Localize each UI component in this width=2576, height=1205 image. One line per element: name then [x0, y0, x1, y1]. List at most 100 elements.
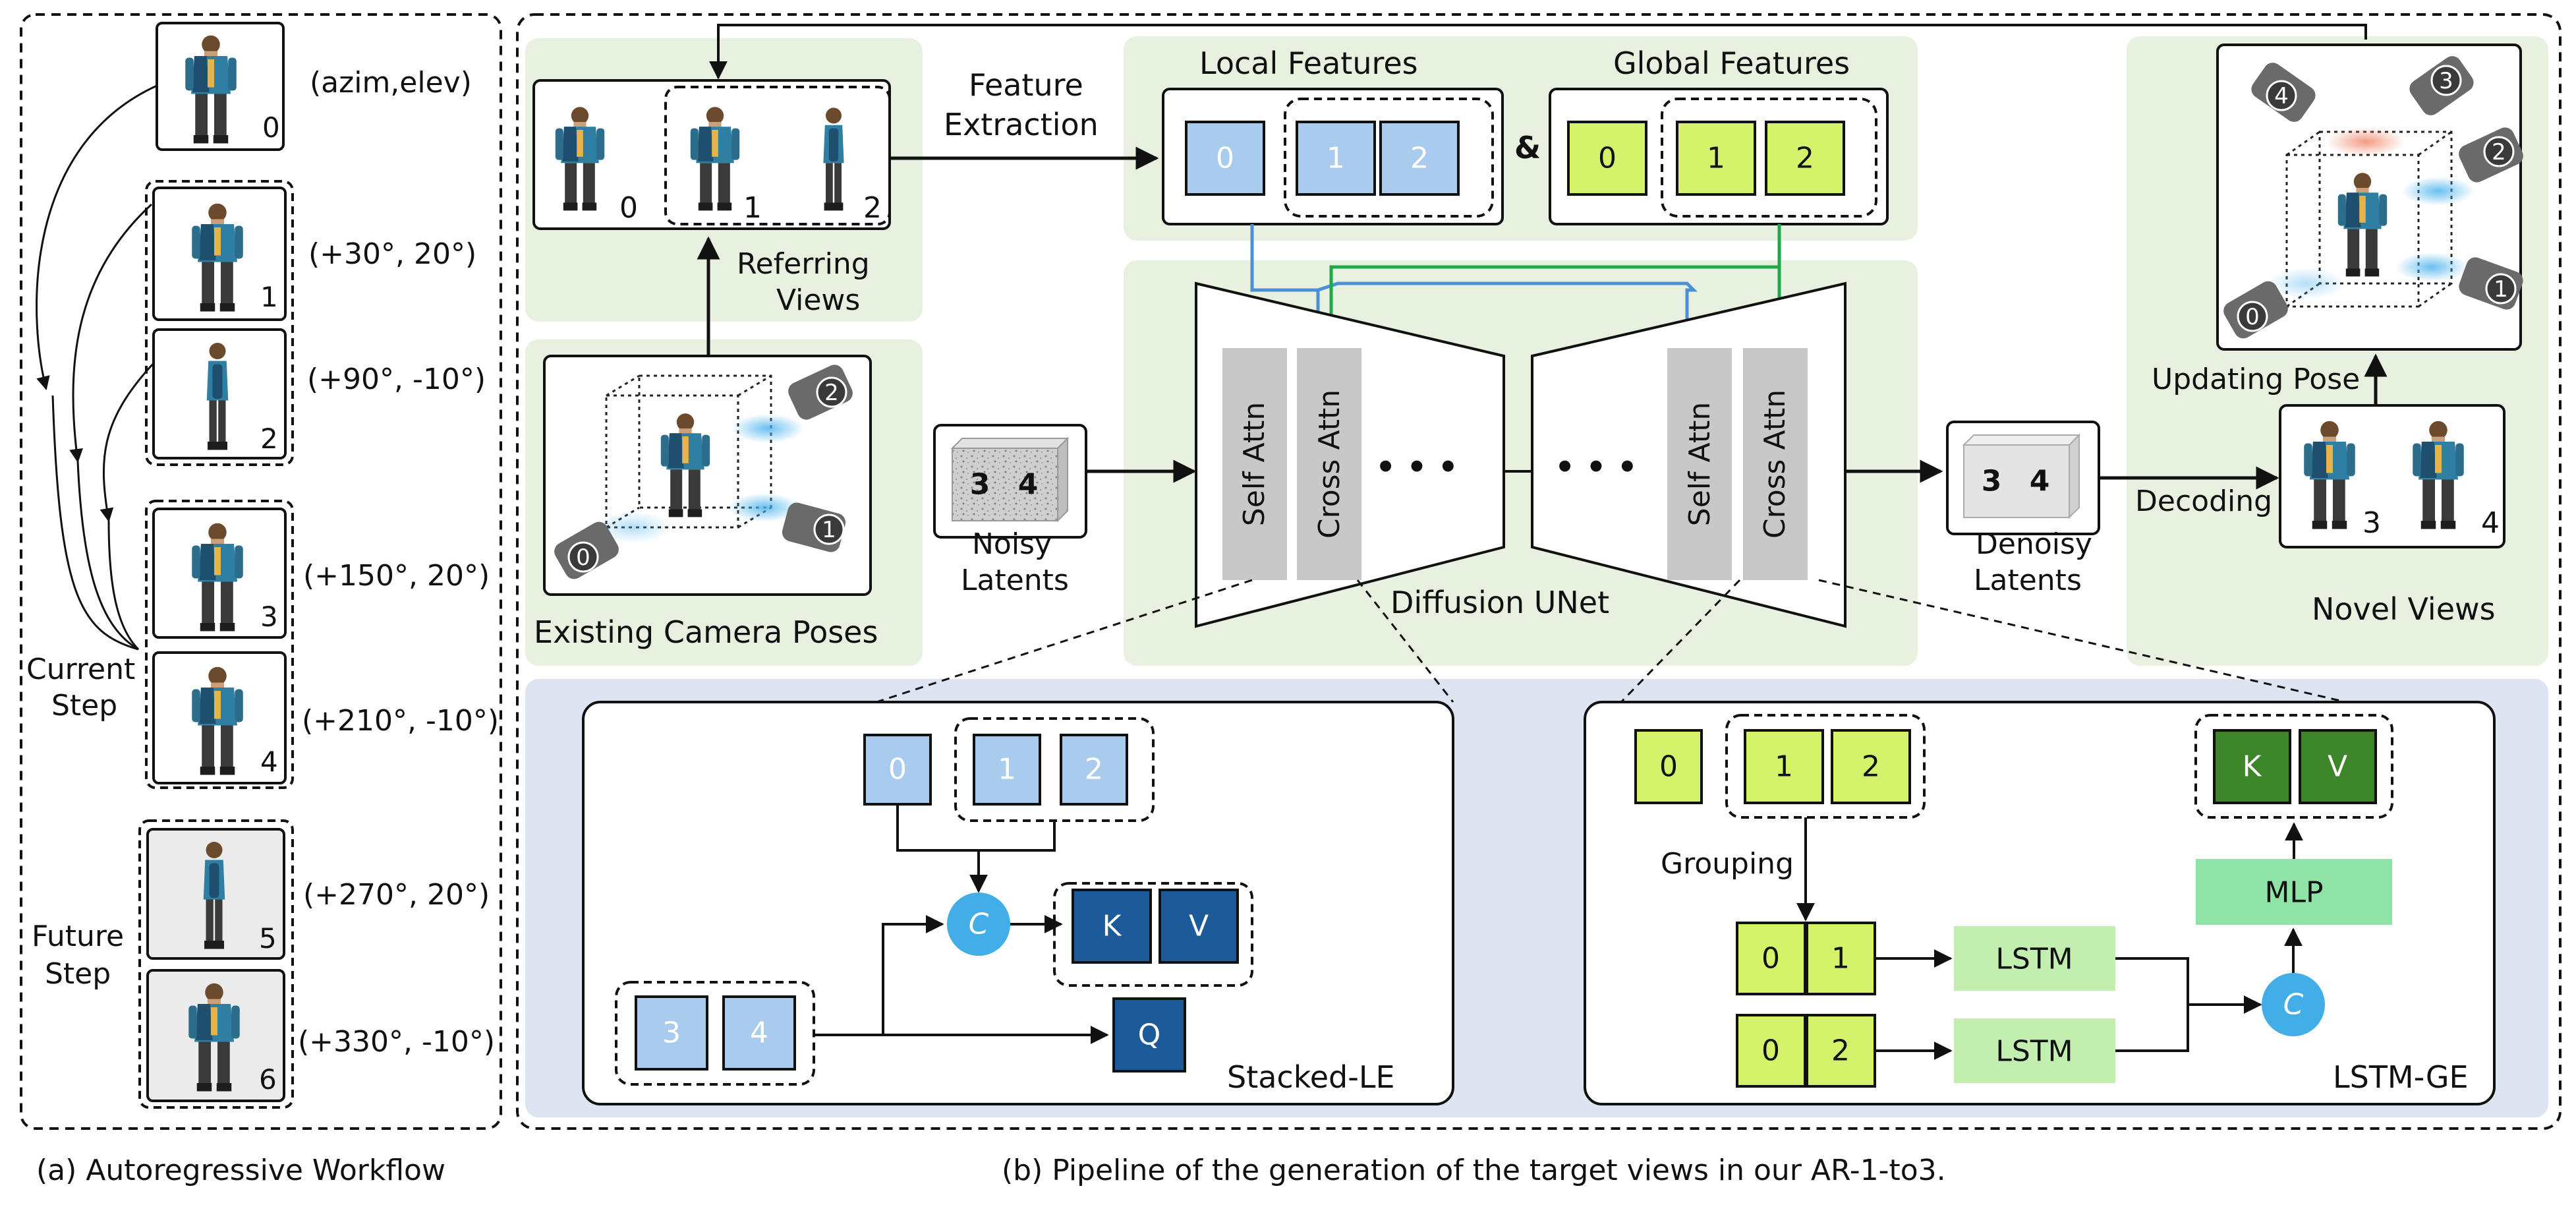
cross-attn-block: Cross Attn [1758, 390, 1792, 539]
svg-text:1: 1 [1707, 142, 1725, 175]
referring-views-label: Views [776, 283, 860, 317]
svg-text:4: 4 [2030, 465, 2050, 498]
svg-text:2: 2 [1796, 142, 1814, 175]
pose-label: (azim,elev) [310, 66, 472, 100]
svg-text:1: 1 [822, 517, 836, 543]
svg-text:0: 0 [1216, 142, 1234, 175]
denoisy-latents-label: Denoisy [1976, 527, 2092, 561]
pose-label: (+210°, -10°) [302, 704, 499, 738]
future-step-label: Step [45, 957, 111, 991]
svg-text:1: 1 [743, 191, 762, 225]
lstm-ge: 0 1 2 0 1 0 2 LSTM LSTM C MLP [1584, 701, 2496, 1105]
mlp-block: MLP [2264, 876, 2323, 910]
svg-text:1: 1 [2494, 276, 2508, 303]
camera-icon: 1 [2459, 257, 2523, 310]
svg-text:1: 1 [1831, 942, 1850, 976]
global-features-title: Global Features [1613, 45, 1850, 81]
pose-label: (+30°, 20°) [308, 237, 476, 271]
diffusion-unet-label: Diffusion UNet [1390, 585, 1609, 620]
novel-views-label: Novel Views [2312, 591, 2496, 627]
svg-text:V: V [1189, 910, 1209, 943]
existing-camera-poses-label: Existing Camera Poses [534, 614, 878, 650]
view-1: 1 [152, 187, 287, 321]
view-index: 0 [262, 111, 280, 144]
svg-text:2: 2 [1862, 750, 1880, 784]
feature-extraction-label: Feature [969, 67, 1083, 103]
ellipsis: • • • [1555, 449, 1637, 486]
svg-text:K: K [1102, 910, 1122, 943]
camera-icon: 2 [788, 365, 853, 420]
pipeline-panel: 0 1 2 Referring Views 2 [516, 13, 2562, 1130]
view-4: 4 [152, 651, 287, 784]
view-index: 3 [260, 601, 278, 633]
svg-text:0: 0 [1598, 142, 1617, 175]
noisy-latents-label: Noisy [972, 527, 1052, 561]
camera-icon: 3 [2409, 56, 2474, 115]
svg-text:0: 0 [1761, 942, 1780, 976]
svg-text:3: 3 [970, 468, 990, 502]
svg-text:4: 4 [2481, 506, 2500, 540]
ellipsis: • • • [1375, 449, 1458, 486]
svg-text:C: C [969, 908, 989, 941]
svg-text:0: 0 [2245, 304, 2260, 330]
ampersand: & [1514, 130, 1541, 165]
svg-text:3: 3 [1982, 465, 2002, 498]
lstm-block: LSTM [1995, 943, 2073, 976]
local-features: 0 1 2 [1162, 88, 1504, 225]
svg-text:4: 4 [750, 1016, 768, 1050]
view-6: 6 [146, 969, 285, 1102]
svg-text:3: 3 [662, 1016, 681, 1050]
pose-label: (+150°, 20°) [303, 559, 490, 593]
concat-node [947, 893, 1010, 956]
svg-text:3: 3 [2362, 506, 2381, 540]
stacked-le-label: Stacked-LE [1227, 1059, 1395, 1095]
existing-camera-poses: 2 1 0 [543, 355, 872, 596]
svg-text:2: 2 [1410, 142, 1429, 175]
svg-text:0: 0 [619, 191, 638, 225]
view-3: 3 [152, 508, 287, 639]
svg-text:4: 4 [2274, 83, 2289, 109]
svg-text:2: 2 [824, 380, 839, 406]
svg-text:3: 3 [2439, 68, 2453, 94]
view-0: 0 [156, 22, 285, 151]
svg-text:C: C [2283, 988, 2304, 1022]
current-step-label: Step [51, 689, 117, 722]
view-index: 6 [259, 1063, 277, 1096]
pose-label: (+270°, 20°) [303, 878, 490, 912]
svg-text:0: 0 [1761, 1034, 1780, 1068]
view-2: 2 [152, 328, 287, 459]
cross-attn-block: Cross Attn [1313, 390, 1346, 539]
noisy-latents-label: Latents [961, 564, 1069, 597]
current-step-label: Current [26, 653, 135, 686]
pose-label: (+330°, -10°) [298, 1025, 495, 1059]
stacked-le: 0 1 2 C K V 3 4 Q [582, 701, 1454, 1105]
svg-text:V: V [2328, 750, 2347, 784]
view-5: 5 [146, 828, 285, 960]
denoisy-latents-label: Latents [1974, 564, 2082, 597]
noisy-latents: 3 4 [933, 424, 1087, 539]
caption-left: (a) Autoregressive Workflow [36, 1154, 445, 1187]
camera-icon: 2 [2459, 127, 2523, 183]
view-index: 5 [259, 922, 277, 955]
svg-text:2: 2 [863, 191, 882, 225]
svg-text:2: 2 [1831, 1034, 1850, 1068]
diffusion-unet: Self Attn Cross Attn Self Attn Cross Att… [1195, 281, 1846, 628]
updating-pose: 4 3 2 1 0 [2216, 44, 2523, 351]
referring-views: 0 1 2 [532, 79, 891, 230]
autoregressive-workflow-panel: 0 (azim,elev) 1 (+30°, 20°) 2 (+90°, -10… [20, 13, 502, 1130]
pose-label: (+90°, -10°) [307, 363, 486, 396]
concat-node [2262, 973, 2325, 1036]
view-index: 1 [260, 281, 278, 313]
camera-icon: 4 [2251, 63, 2316, 122]
svg-text:1: 1 [1775, 750, 1793, 784]
feature-extraction-label: Extraction [944, 107, 1099, 142]
svg-text:2: 2 [1085, 753, 1103, 786]
updating-pose-label: Updating Pose [2152, 363, 2360, 396]
svg-text:1: 1 [1327, 142, 1345, 175]
svg-text:Q: Q [1138, 1018, 1161, 1052]
svg-text:0: 0 [576, 544, 590, 571]
svg-text:0: 0 [1659, 750, 1678, 784]
referring-views-label: Referring [737, 247, 870, 281]
svg-text:4: 4 [1018, 468, 1039, 502]
